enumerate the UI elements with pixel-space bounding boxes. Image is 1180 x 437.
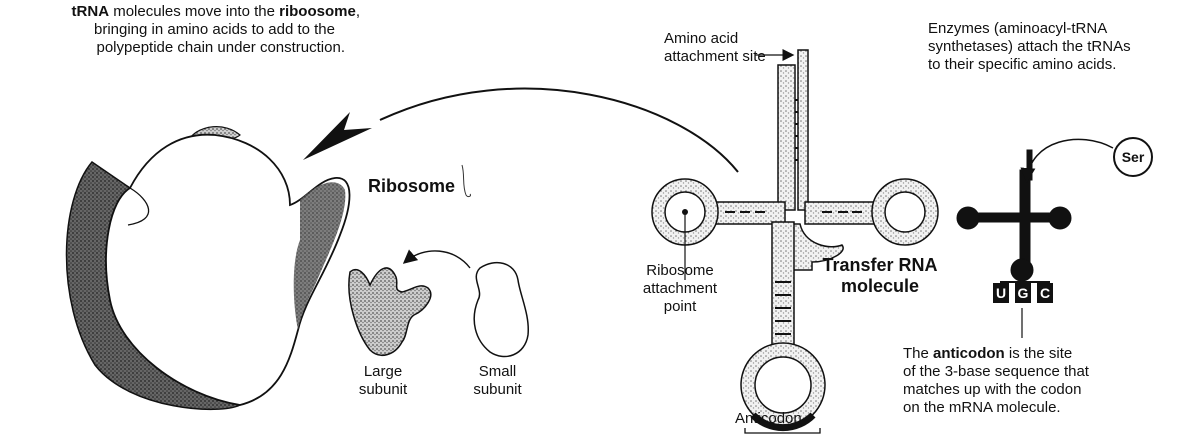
ser-label: Ser xyxy=(1113,148,1153,166)
simplified-bottom-knob xyxy=(1011,259,1033,281)
anticodon-site-line3: matches up with the codon xyxy=(903,381,1089,399)
subunit-arrow xyxy=(405,251,470,268)
subunits-illustration xyxy=(349,251,528,357)
anticodon-label: Anticodon xyxy=(735,410,802,428)
caption-trna-text2: , xyxy=(356,3,360,20)
anticodon-loop-inner xyxy=(755,357,811,413)
caption-trna-text1: molecules move into the xyxy=(109,3,279,20)
enzymes-line3: to their specific amino acids. xyxy=(928,56,1131,74)
simplified-bar xyxy=(968,213,1060,222)
anticodon-site-line4: on the mRNA molecule. xyxy=(903,399,1089,417)
right-loop-inner xyxy=(885,192,925,232)
anticodon-site-line2: of the 3-base sequence that xyxy=(903,363,1089,381)
transfer-rna-label: Transfer RNA molecule xyxy=(805,255,955,297)
large-subunit-shape xyxy=(349,268,431,355)
acceptor-stem-outer xyxy=(778,65,795,210)
base-c: C xyxy=(1037,284,1053,302)
ribosome-illustration xyxy=(66,127,349,410)
simplified-trna xyxy=(957,150,1071,281)
enzyme-arrow xyxy=(1027,139,1113,180)
enzymes-caption: Enzymes (aminoacyl-tRNA synthetases) att… xyxy=(928,20,1131,74)
base-g: G xyxy=(1015,284,1031,302)
anticodon-site-post: is the site xyxy=(1005,345,1073,362)
small-subunit-line2: subunit xyxy=(460,381,535,399)
amino-site-label: Amino acid attachment site xyxy=(664,30,766,66)
caption-trna-bold: tRNA xyxy=(72,3,110,20)
anticodon-stem xyxy=(772,222,794,360)
enzymes-line2: synthetases) attach the tRNAs xyxy=(928,38,1131,56)
anticodon-site-caption: The anticodon is the site of the 3-base … xyxy=(903,345,1089,417)
caption-trna-move: tRNA molecules move into the riboosome, … xyxy=(30,3,360,57)
amino-site-line2: attachment site xyxy=(664,48,766,66)
anticodon-site-pre: The xyxy=(903,345,933,362)
transfer-rna-line1: Transfer RNA xyxy=(805,255,955,276)
base-u: U xyxy=(993,284,1009,302)
caption-riboosome-bold: riboosome xyxy=(279,3,356,20)
amino-site-line1: Amino acid xyxy=(664,30,766,48)
small-subunit-label: Small subunit xyxy=(460,363,535,399)
small-subunit-line1: Small xyxy=(460,363,535,381)
ribosome-label: Ribosome xyxy=(368,176,455,197)
move-arrow-curve xyxy=(380,89,738,172)
simplified-right-knob xyxy=(1049,207,1071,229)
caption-trna-line3: polypeptide chain under construction. xyxy=(30,39,345,57)
ribosome-arm-shading xyxy=(294,182,346,330)
ribosome-attachment-label: Ribosome attachment point xyxy=(635,262,725,316)
large-subunit-line1: Large xyxy=(348,363,418,381)
large-subunit-label: Large subunit xyxy=(348,363,418,399)
trna-cloverleaf xyxy=(652,50,938,428)
ribosome-label-scribble xyxy=(462,165,471,197)
ribosome-attachment-line2: attachment xyxy=(635,280,725,298)
caption-trna-line2: bringing in amino acids to add to the xyxy=(30,21,335,39)
anticodon-site-bold: anticodon xyxy=(933,345,1005,362)
ribosome-attachment-line1: Ribosome xyxy=(635,262,725,280)
small-subunit-shape xyxy=(474,263,528,357)
ribosome-attachment-line3: point xyxy=(635,298,725,316)
simplified-left-knob xyxy=(957,207,979,229)
acceptor-stem-inner xyxy=(798,50,808,210)
large-subunit-line2: subunit xyxy=(348,381,418,399)
transfer-rna-line2: molecule xyxy=(805,276,955,297)
ribosome-attachment-dot xyxy=(682,209,688,215)
move-arrow-head xyxy=(303,112,372,160)
enzymes-line1: Enzymes (aminoacyl-tRNA xyxy=(928,20,1131,38)
